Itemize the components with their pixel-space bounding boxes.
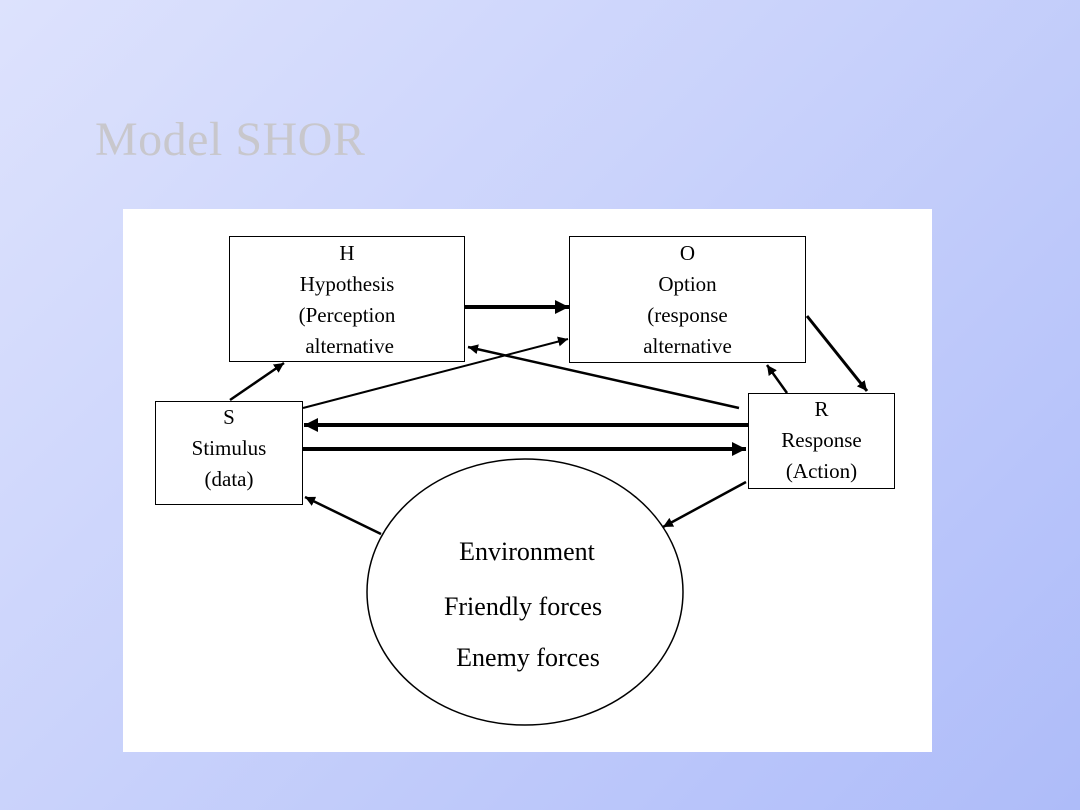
hypothesis-letter: H — [339, 241, 355, 265]
hypothesis-line-3: alternative — [300, 334, 394, 358]
enemy-forces-label: Enemy forces — [456, 643, 600, 672]
stimulus-letter: S — [223, 405, 235, 429]
shor-diagram: H Hypothesis (Perception alternative O O… — [123, 209, 932, 752]
arrow-stimulus-to-hypothesis — [229, 361, 285, 402]
arrow-environment-to-stimulus — [304, 495, 382, 536]
arrow-option-to-response — [805, 315, 869, 392]
arrow-response-to-environment — [662, 480, 747, 529]
stimulus-node: S Stimulus (data) — [155, 401, 303, 505]
arrow-stimulus-to-option — [302, 336, 569, 409]
option-node: O Option (response alternative — [569, 236, 806, 363]
response-node: R Response (Action) — [748, 393, 895, 489]
option-line-3: alternative — [643, 334, 732, 358]
response-line-1: Response — [781, 428, 862, 452]
hypothesis-line-2: (Perception — [298, 303, 396, 327]
arrow-response-to-hypothesis — [467, 344, 740, 410]
hypothesis-line-1: Hypothesis — [299, 272, 395, 296]
response-line-2: (Action) — [785, 459, 858, 483]
slide-title: Model SHOR — [95, 113, 366, 166]
option-line-2: (response — [647, 303, 728, 327]
response-letter: R — [814, 397, 829, 421]
environment-ellipse — [366, 458, 684, 726]
option-letter: O — [679, 241, 696, 265]
hypothesis-node: H Hypothesis (Perception alternative — [229, 236, 465, 362]
arrow-response-to-option — [765, 364, 789, 394]
diagram-connectors — [229, 300, 869, 726]
friendly-forces-label: Friendly forces — [443, 592, 603, 621]
option-line-1: Option — [658, 272, 717, 296]
stimulus-line-2: (data) — [204, 467, 254, 491]
stimulus-line-1: Stimulus — [191, 436, 267, 460]
environment-label: Environment — [459, 537, 595, 566]
